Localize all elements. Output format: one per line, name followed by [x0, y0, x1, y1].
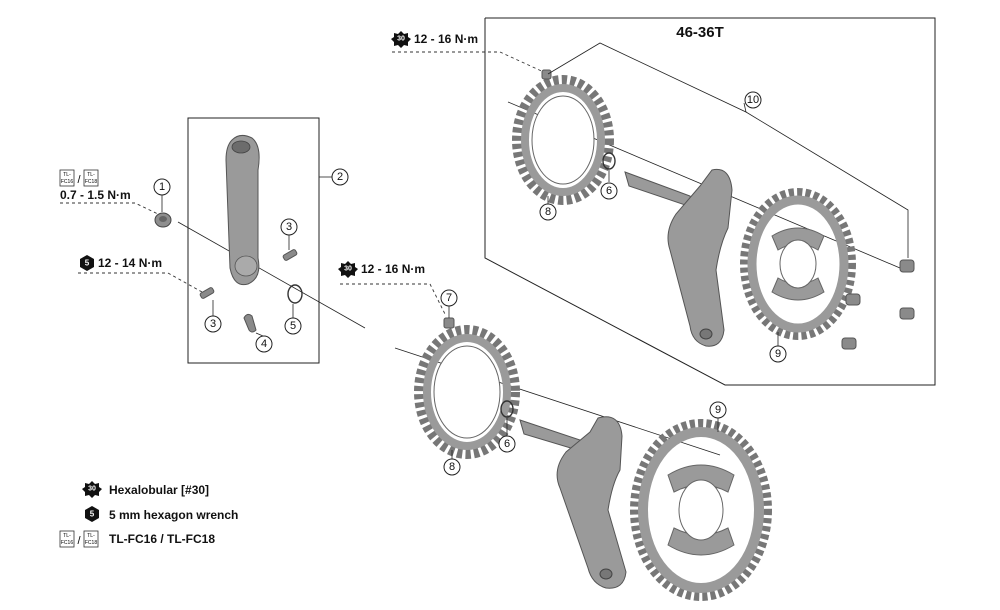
callout-8-upper: 8	[539, 203, 557, 221]
torque-value-chainring-bolt: 12 - 16 N·m	[361, 262, 425, 276]
torque-label-box-bolt: 30 12 - 16 N·m	[391, 31, 478, 48]
svg-text:FC18: FC18	[85, 540, 97, 546]
legend-hex-text: 5 mm hexagon wrench	[109, 508, 238, 522]
leader-chainring-bolt	[340, 283, 447, 317]
tl-slash: /	[77, 174, 81, 186]
callout-3-upper: 3	[280, 218, 298, 236]
o-ring-lower	[500, 400, 514, 418]
o-ring-left	[287, 284, 303, 304]
safety-plate	[243, 313, 257, 333]
tl-fc16-icon-top: TL-	[63, 172, 71, 178]
torque-value-pinch-bolt: 12 - 14 N·m	[98, 256, 162, 270]
callout-7: 7	[440, 289, 458, 307]
legend-tl-fc16-icon	[59, 530, 75, 548]
callout-9-lower: 9	[709, 401, 727, 419]
svg-text:9: 9	[775, 348, 781, 360]
torque-label-pinch-bolt: 5 12 - 14 N·m	[80, 255, 162, 271]
hex-wrench-icon-label: 5	[85, 259, 90, 268]
inner-chainring-upper	[512, 75, 614, 205]
svg-text:2: 2	[337, 171, 343, 183]
leader-box-bolt	[392, 51, 549, 75]
torque-value-crank-cap: 0.7 - 1.5 N·m	[60, 188, 131, 202]
axis-line-left-crank	[177, 221, 366, 329]
pinch-bolt-upper	[282, 249, 298, 261]
legend-tl-fc18-icon	[83, 530, 99, 548]
svg-text:8: 8	[449, 461, 455, 473]
hexalobular-icon-2-label: 30	[344, 266, 352, 273]
callout-6-lower: 6	[498, 435, 516, 453]
torque-label-crank-cap: TL- FC16 / TL- FC18 0.7 - 1.5 N·m	[59, 169, 131, 202]
svg-text:5: 5	[90, 510, 95, 519]
legend-hexalobular: 30 Hexalobular [#30]	[82, 481, 209, 498]
leader-10b	[745, 111, 909, 258]
chainring-bolt-lower	[443, 317, 455, 329]
pinch-bolt-lower	[199, 287, 215, 299]
callout-9-upper: 9	[769, 345, 787, 363]
svg-text:8: 8	[545, 206, 551, 218]
callout-8-lower: 8	[443, 458, 461, 476]
tl-fc18-icon	[83, 169, 99, 187]
svg-text:1: 1	[159, 181, 165, 193]
o-ring-upper	[602, 152, 616, 170]
hexalobular-icon-2	[338, 261, 358, 278]
hexalobular-icon-label: 30	[397, 36, 405, 43]
svg-text:4: 4	[261, 338, 267, 350]
right-crank-arm-upper	[624, 168, 733, 347]
svg-text:/: /	[77, 535, 81, 547]
callout-4: 4	[255, 335, 273, 353]
callout-10: 10	[744, 91, 762, 109]
callout-1: 1	[153, 178, 171, 196]
hexalobular-icon	[391, 31, 411, 48]
svg-text:9: 9	[715, 404, 721, 416]
torque-label-chainring-bolt: 30 12 - 16 N·m	[338, 261, 425, 278]
callout-2: 2	[331, 168, 349, 186]
svg-text:TL-: TL-	[87, 533, 95, 539]
legend-tl: TL- FC16 / TL- FC18 TL-FC16 / TL-FC18	[59, 530, 215, 548]
tl-fc18-icon-bottom: FC18	[85, 179, 97, 185]
chainring-bolt-upper	[541, 69, 552, 80]
callout-6-upper: 6	[600, 182, 618, 200]
svg-text:TL-: TL-	[63, 533, 71, 539]
legend-hex: 5 5 mm hexagon wrench	[85, 506, 238, 522]
callout-5: 5	[284, 317, 302, 335]
leader-pinch-bolt	[78, 272, 203, 293]
left-crank-frame	[187, 117, 320, 364]
legend-tl-text: TL-FC16 / TL-FC18	[109, 532, 215, 546]
legend: 30 Hexalobular [#30] 5 5 mm hexagon wren…	[59, 481, 238, 548]
svg-text:10: 10	[747, 94, 759, 106]
tl-fc16-icon-bottom: FC16	[61, 179, 73, 185]
legend-hex-icon	[85, 506, 99, 522]
legend-hexalobular-icon	[82, 481, 102, 498]
left-crank-arm	[225, 134, 260, 286]
hex-wrench-icon	[80, 255, 94, 271]
inner-chainring-lower	[414, 325, 520, 459]
chainring-set-frame	[484, 17, 936, 386]
chainring-set-title: 46-36T	[676, 24, 724, 41]
svg-text:30: 30	[88, 486, 96, 493]
leader-4	[255, 332, 264, 337]
svg-text:3: 3	[286, 221, 292, 233]
callout-3-lower: 3	[204, 315, 222, 333]
svg-text:3: 3	[210, 318, 216, 330]
outer-chainring-lower	[630, 419, 772, 601]
crank-arm-fixing-cap	[154, 212, 172, 228]
svg-text:5: 5	[290, 320, 296, 332]
svg-text:7: 7	[446, 292, 452, 304]
svg-text:6: 6	[504, 438, 510, 450]
tl-fc18-icon-top: TL-	[87, 172, 95, 178]
leader-10	[547, 42, 747, 113]
chainring-bolt-set	[841, 259, 915, 350]
leader-crank-cap	[60, 202, 159, 215]
svg-text:6: 6	[606, 185, 612, 197]
svg-text:FC16: FC16	[61, 540, 73, 546]
outer-chainring-upper	[740, 188, 856, 340]
right-crank-arm-lower	[519, 416, 627, 589]
tl-fc16-icon	[59, 169, 75, 187]
torque-value-box-bolt: 12 - 16 N·m	[414, 32, 478, 46]
legend-hexalobular-text: Hexalobular [#30]	[109, 483, 209, 497]
